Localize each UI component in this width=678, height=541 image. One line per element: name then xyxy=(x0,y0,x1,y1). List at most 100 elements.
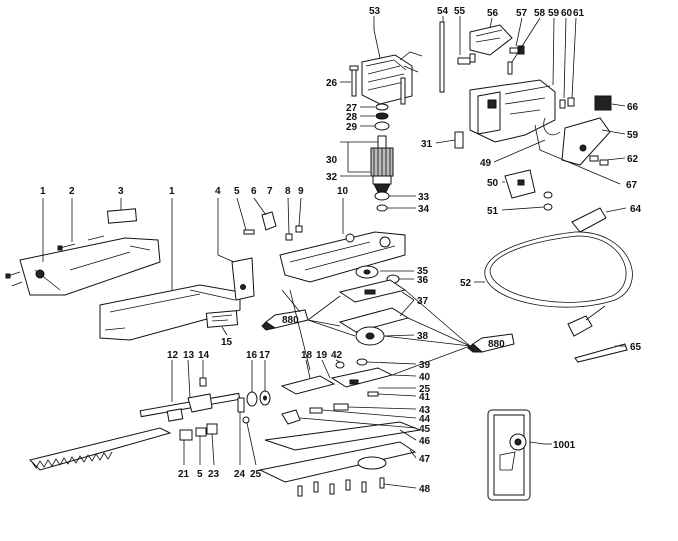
callout-53: 53 xyxy=(369,6,381,17)
saw-blade xyxy=(29,427,172,471)
callout-41: 41 xyxy=(419,392,431,403)
callout-61: 61 xyxy=(573,8,585,19)
callout-2: 2 xyxy=(69,186,75,197)
callout-64: 64 xyxy=(630,204,642,215)
callout-26: 26 xyxy=(326,78,338,89)
callout-34: 34 xyxy=(418,204,430,215)
brush-31 xyxy=(454,131,464,149)
callout-30: 30 xyxy=(326,155,338,166)
inset-1001 xyxy=(487,409,545,501)
callout-27: 27 xyxy=(346,103,358,114)
callout-14: 14 xyxy=(198,350,210,361)
gear-housing-1 xyxy=(99,284,241,341)
callout-25-mid: 25 xyxy=(419,384,431,395)
callout-32: 32 xyxy=(326,172,338,183)
grease-tube-left: 880 xyxy=(261,309,309,331)
callout-33: 33 xyxy=(418,192,430,203)
callout-38: 38 xyxy=(417,331,429,342)
gear-38 xyxy=(355,326,385,346)
callout-59-right: 59 xyxy=(627,130,639,141)
screws-2 xyxy=(5,235,105,287)
callout-67: 67 xyxy=(626,180,638,191)
clamps-21-23 xyxy=(179,423,218,441)
callout-13: 13 xyxy=(183,350,195,361)
callout-57: 57 xyxy=(516,8,528,19)
cable-sleeve-64 xyxy=(571,207,607,233)
base-plate-47 xyxy=(258,441,417,483)
gear-35 xyxy=(355,265,400,284)
callout-9: 9 xyxy=(298,186,304,197)
plug xyxy=(567,305,606,337)
callout-55: 55 xyxy=(454,6,466,17)
callout-47: 47 xyxy=(419,454,431,465)
callout-62: 62 xyxy=(627,154,639,165)
callout-6: 6 xyxy=(251,186,257,197)
callout-7: 7 xyxy=(267,186,273,197)
clamp-13-14 xyxy=(187,377,213,413)
callout-39: 39 xyxy=(419,360,431,371)
housing-shell-1 xyxy=(19,237,161,296)
gear-housing-10 xyxy=(279,231,406,283)
motor-housing-59 xyxy=(469,79,556,143)
callout-1-left: 1 xyxy=(40,186,46,197)
callout-60: 60 xyxy=(561,8,573,19)
callout-51: 51 xyxy=(487,206,499,217)
callout-43: 43 xyxy=(419,405,431,416)
callout-28: 28 xyxy=(346,112,358,123)
parts-24-25 xyxy=(237,397,250,424)
callout-44: 44 xyxy=(419,414,431,425)
screw-26 xyxy=(349,65,406,105)
grease-tube-right: 880 xyxy=(467,333,515,353)
grease-tube-right-label: 880 xyxy=(488,339,505,350)
grease-tube-left-label: 880 xyxy=(282,315,299,326)
washers-16-17 xyxy=(246,390,271,407)
capacitor-50 xyxy=(504,169,536,199)
leader-lines xyxy=(42,16,627,489)
callout-37: 37 xyxy=(417,296,429,307)
strip-54 xyxy=(439,21,445,93)
callout-21: 21 xyxy=(178,469,190,480)
callout-24: 24 xyxy=(234,469,246,480)
callout-46: 46 xyxy=(419,436,431,447)
callout-45: 45 xyxy=(419,424,431,435)
nameplate-15 xyxy=(205,310,239,328)
callout-59-top: 59 xyxy=(548,8,560,19)
callout-42: 42 xyxy=(331,350,343,361)
callout-35: 35 xyxy=(417,266,429,277)
callout-56: 56 xyxy=(487,8,499,19)
switch-66 xyxy=(594,95,612,111)
screws-62 xyxy=(589,155,609,166)
plate-4 xyxy=(231,257,255,301)
callout-16: 16 xyxy=(246,350,258,361)
callout-12: 12 xyxy=(167,350,179,361)
label-plate-3 xyxy=(106,208,138,224)
callout-23: 23 xyxy=(208,469,220,480)
callout-54: 54 xyxy=(437,6,449,17)
plates-37 xyxy=(338,279,410,333)
callout-50: 50 xyxy=(487,178,499,189)
blade-holder-18-40 xyxy=(280,358,394,395)
base-plate-46 xyxy=(264,421,422,451)
callout-labels: 53 54 55 56 57 58 59 60 61 66 26 27 28 2… xyxy=(40,6,642,495)
callout-18: 18 xyxy=(301,350,313,361)
bearing-33-34 xyxy=(374,191,390,212)
callout-1-mid: 1 xyxy=(169,186,175,197)
washers-27-29 xyxy=(374,103,390,131)
nuts-51 xyxy=(543,191,553,211)
callout-1001: 1001 xyxy=(553,440,576,451)
callout-58: 58 xyxy=(534,8,546,19)
callout-31: 31 xyxy=(421,139,433,150)
small-parts-5-9 xyxy=(243,211,303,241)
callout-66: 66 xyxy=(627,102,639,113)
cable-52 xyxy=(484,231,633,308)
callout-29: 29 xyxy=(346,122,358,133)
field-coil-53 xyxy=(361,51,423,105)
callout-10: 10 xyxy=(337,186,349,197)
hex-key-65 xyxy=(574,343,628,363)
wire-49 xyxy=(543,117,561,136)
screws-60-61 xyxy=(559,97,575,109)
handle-plate-59 xyxy=(561,117,611,166)
callout-65: 65 xyxy=(630,342,642,353)
callout-52: 52 xyxy=(460,278,472,289)
